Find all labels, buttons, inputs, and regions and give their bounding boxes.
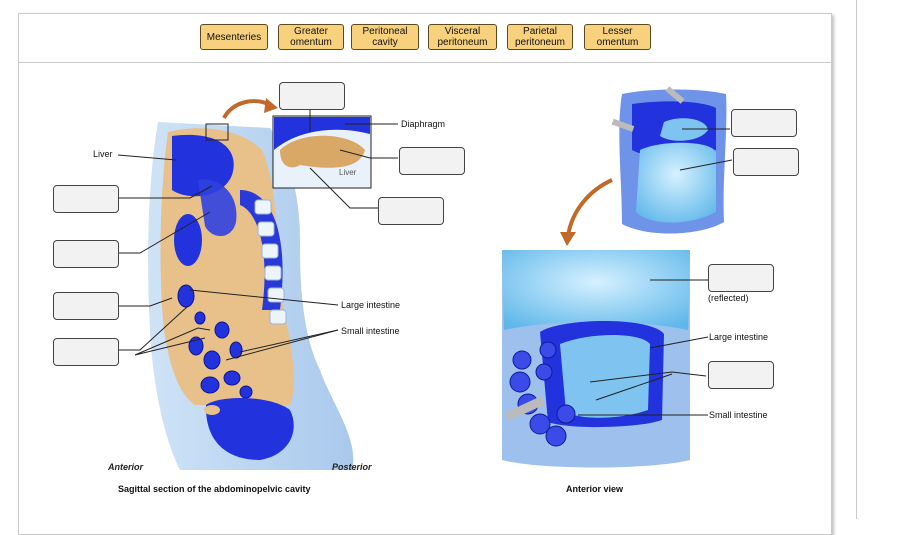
label-diaphragm: Diaphragm: [401, 119, 446, 129]
anterior-torso-figure: [611, 86, 727, 234]
drop-target-omentum[interactable]: [708, 264, 774, 292]
omentum-reflected-figure: [502, 250, 690, 468]
label-small-intestine-left: Small intestine: [341, 326, 400, 336]
drop-target-torso-2[interactable]: [733, 148, 799, 176]
drop-target-left-1[interactable]: [53, 185, 119, 213]
caption-sagittal: Sagittal section of the abdominopelvic c…: [118, 484, 311, 494]
caption-anterior-view: Anterior view: [566, 484, 624, 494]
chip-parietal-peritoneum[interactable]: Parietal peritoneum: [507, 24, 573, 50]
drop-target-inset-right[interactable]: [399, 147, 465, 175]
label-anterior: Anterior: [108, 462, 144, 472]
chip-visceral-peritoneum[interactable]: Visceral peritoneum: [428, 24, 497, 50]
drop-target-inset-bottom[interactable]: [378, 197, 444, 225]
label-large-intestine-right: Large intestine: [709, 332, 769, 342]
anatomy-illustration: [117, 86, 733, 470]
chip-peritoneal-cavity[interactable]: Peritoneal cavity: [351, 24, 419, 50]
drop-target-inset-top[interactable]: [279, 82, 345, 110]
leader-lines: [117, 110, 733, 416]
panel-divider: [856, 0, 857, 519]
label-large-intestine-left: Large intestine: [341, 300, 401, 310]
drop-target-left-4[interactable]: [53, 338, 119, 366]
label-liver: Liver: [93, 149, 113, 159]
label-small-intestine-right: Small intestine: [709, 410, 768, 420]
label-inset-liver: Liver: [339, 168, 357, 177]
chip-lesser-omentum[interactable]: Lesser omentum: [584, 24, 651, 50]
drop-target-mesentery-right[interactable]: [708, 361, 774, 389]
drop-target-left-2[interactable]: [53, 240, 119, 268]
drop-target-left-3[interactable]: [53, 292, 119, 320]
inset-magnification: [222, 98, 372, 189]
drop-target-torso-1[interactable]: [731, 109, 797, 137]
chip-greater-omentum[interactable]: Greater omentum: [278, 24, 344, 50]
label-bank: Mesenteries Greater omentum Peritoneal c…: [19, 14, 831, 63]
label-posterior: Posterior: [332, 462, 372, 472]
label-reflected: (reflected): [708, 293, 749, 303]
chip-mesenteries[interactable]: Mesenteries: [200, 24, 268, 50]
